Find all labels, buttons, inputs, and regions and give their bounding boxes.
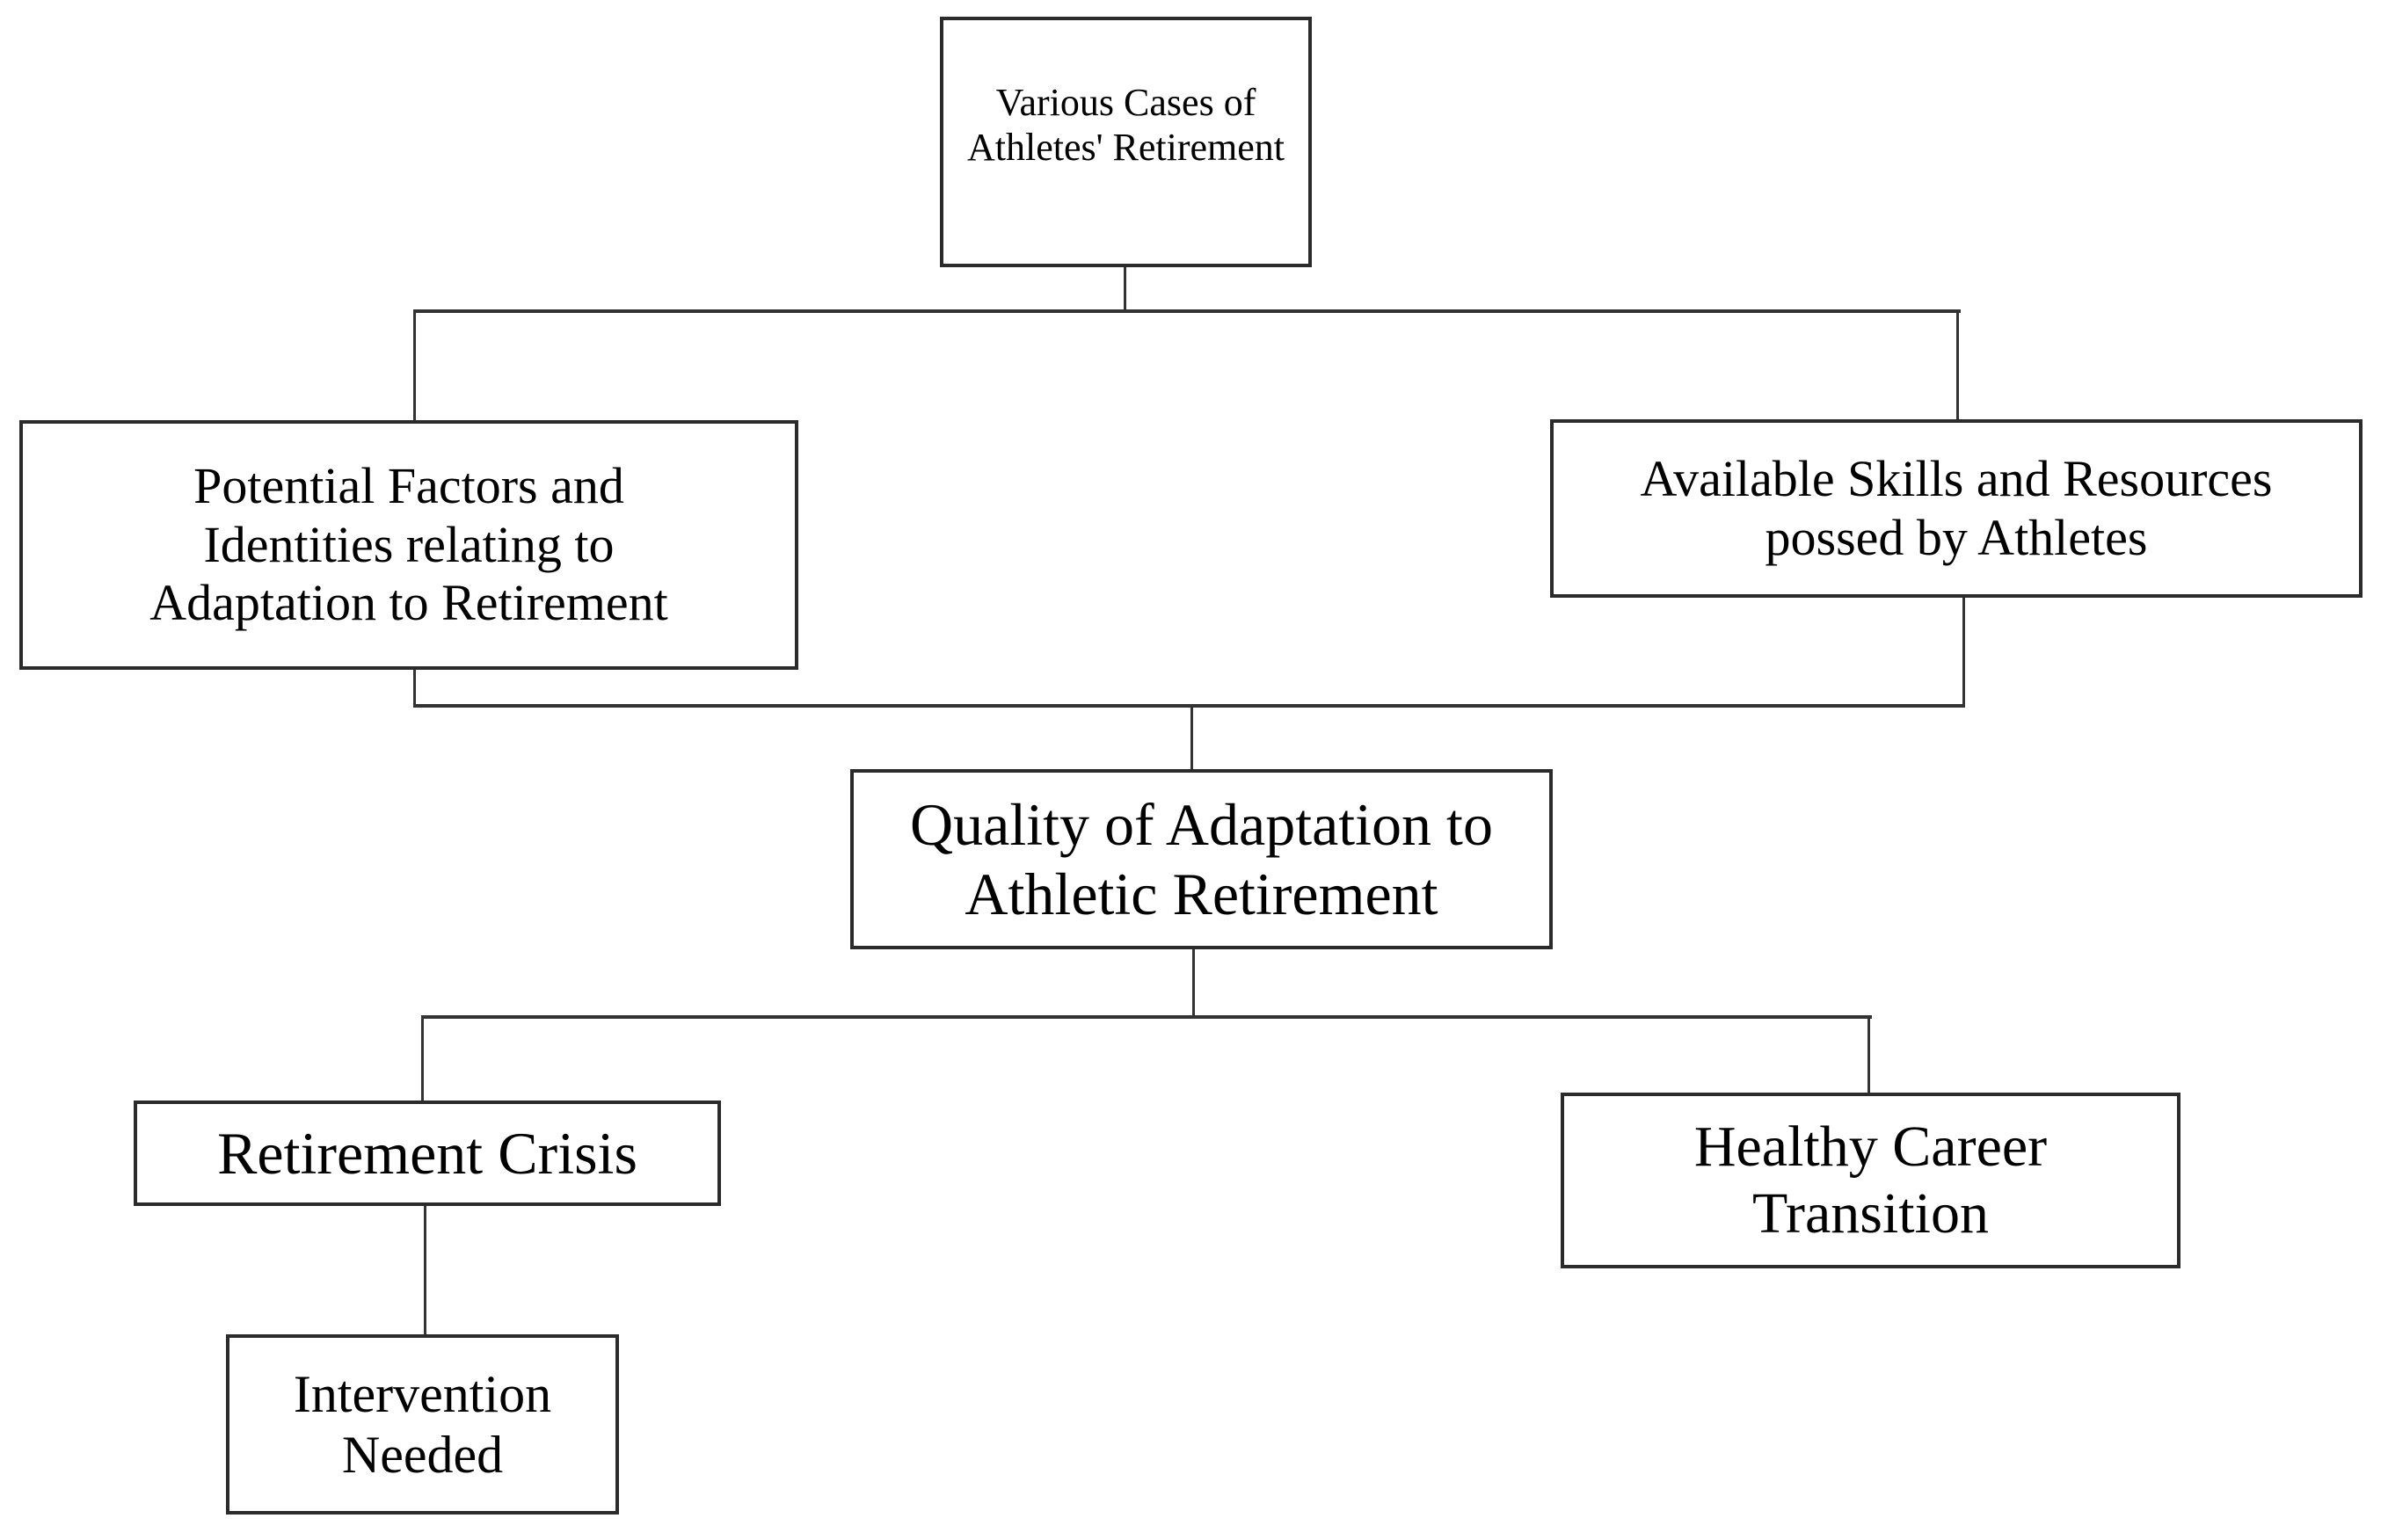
node-available-skills-label: Available Skills and Resources possed by… <box>1640 449 2273 566</box>
node-intervention-needed: Intervention Needed <box>226 1334 619 1515</box>
connector-quality-down <box>1192 948 1195 1019</box>
node-various-cases: Various Cases of Athletes' Retirement <box>940 17 1312 267</box>
node-intervention-needed-label: Intervention Needed <box>293 1364 552 1484</box>
node-potential-factors-label: Potential Factors and Identities relatin… <box>149 456 668 632</box>
node-various-cases-label: Various Cases of Athletes' Retirement <box>966 80 1285 169</box>
connector-potential-down <box>413 668 416 708</box>
connector-drop-to-quality <box>1190 704 1193 771</box>
connector-crisis-down <box>424 1204 426 1336</box>
node-quality-adaptation: Quality of Adaptation to Athletic Retire… <box>850 769 1553 949</box>
connector-hline-level3 <box>421 1015 1872 1019</box>
connector-hline-level2 <box>413 704 1965 708</box>
connector-drop-to-potential <box>413 309 416 422</box>
connector-drop-to-healthy <box>1867 1015 1870 1094</box>
node-quality-adaptation-label: Quality of Adaptation to Athletic Retire… <box>910 791 1493 927</box>
connector-hline-level1 <box>413 309 1961 313</box>
node-potential-factors: Potential Factors and Identities relatin… <box>19 420 798 670</box>
node-retirement-crisis: Retirement Crisis <box>134 1101 721 1206</box>
connector-drop-to-crisis <box>421 1015 424 1102</box>
connector-skills-down <box>1962 596 1965 708</box>
node-healthy-transition-label: Healthy Career Transition <box>1693 1115 2048 1246</box>
node-retirement-crisis-label: Retirement Crisis <box>217 1119 637 1187</box>
connector-top-box-down <box>1124 267 1126 313</box>
node-available-skills: Available Skills and Resources possed by… <box>1550 419 2363 598</box>
connector-drop-to-skills <box>1956 309 1959 421</box>
node-healthy-transition: Healthy Career Transition <box>1561 1093 2181 1268</box>
